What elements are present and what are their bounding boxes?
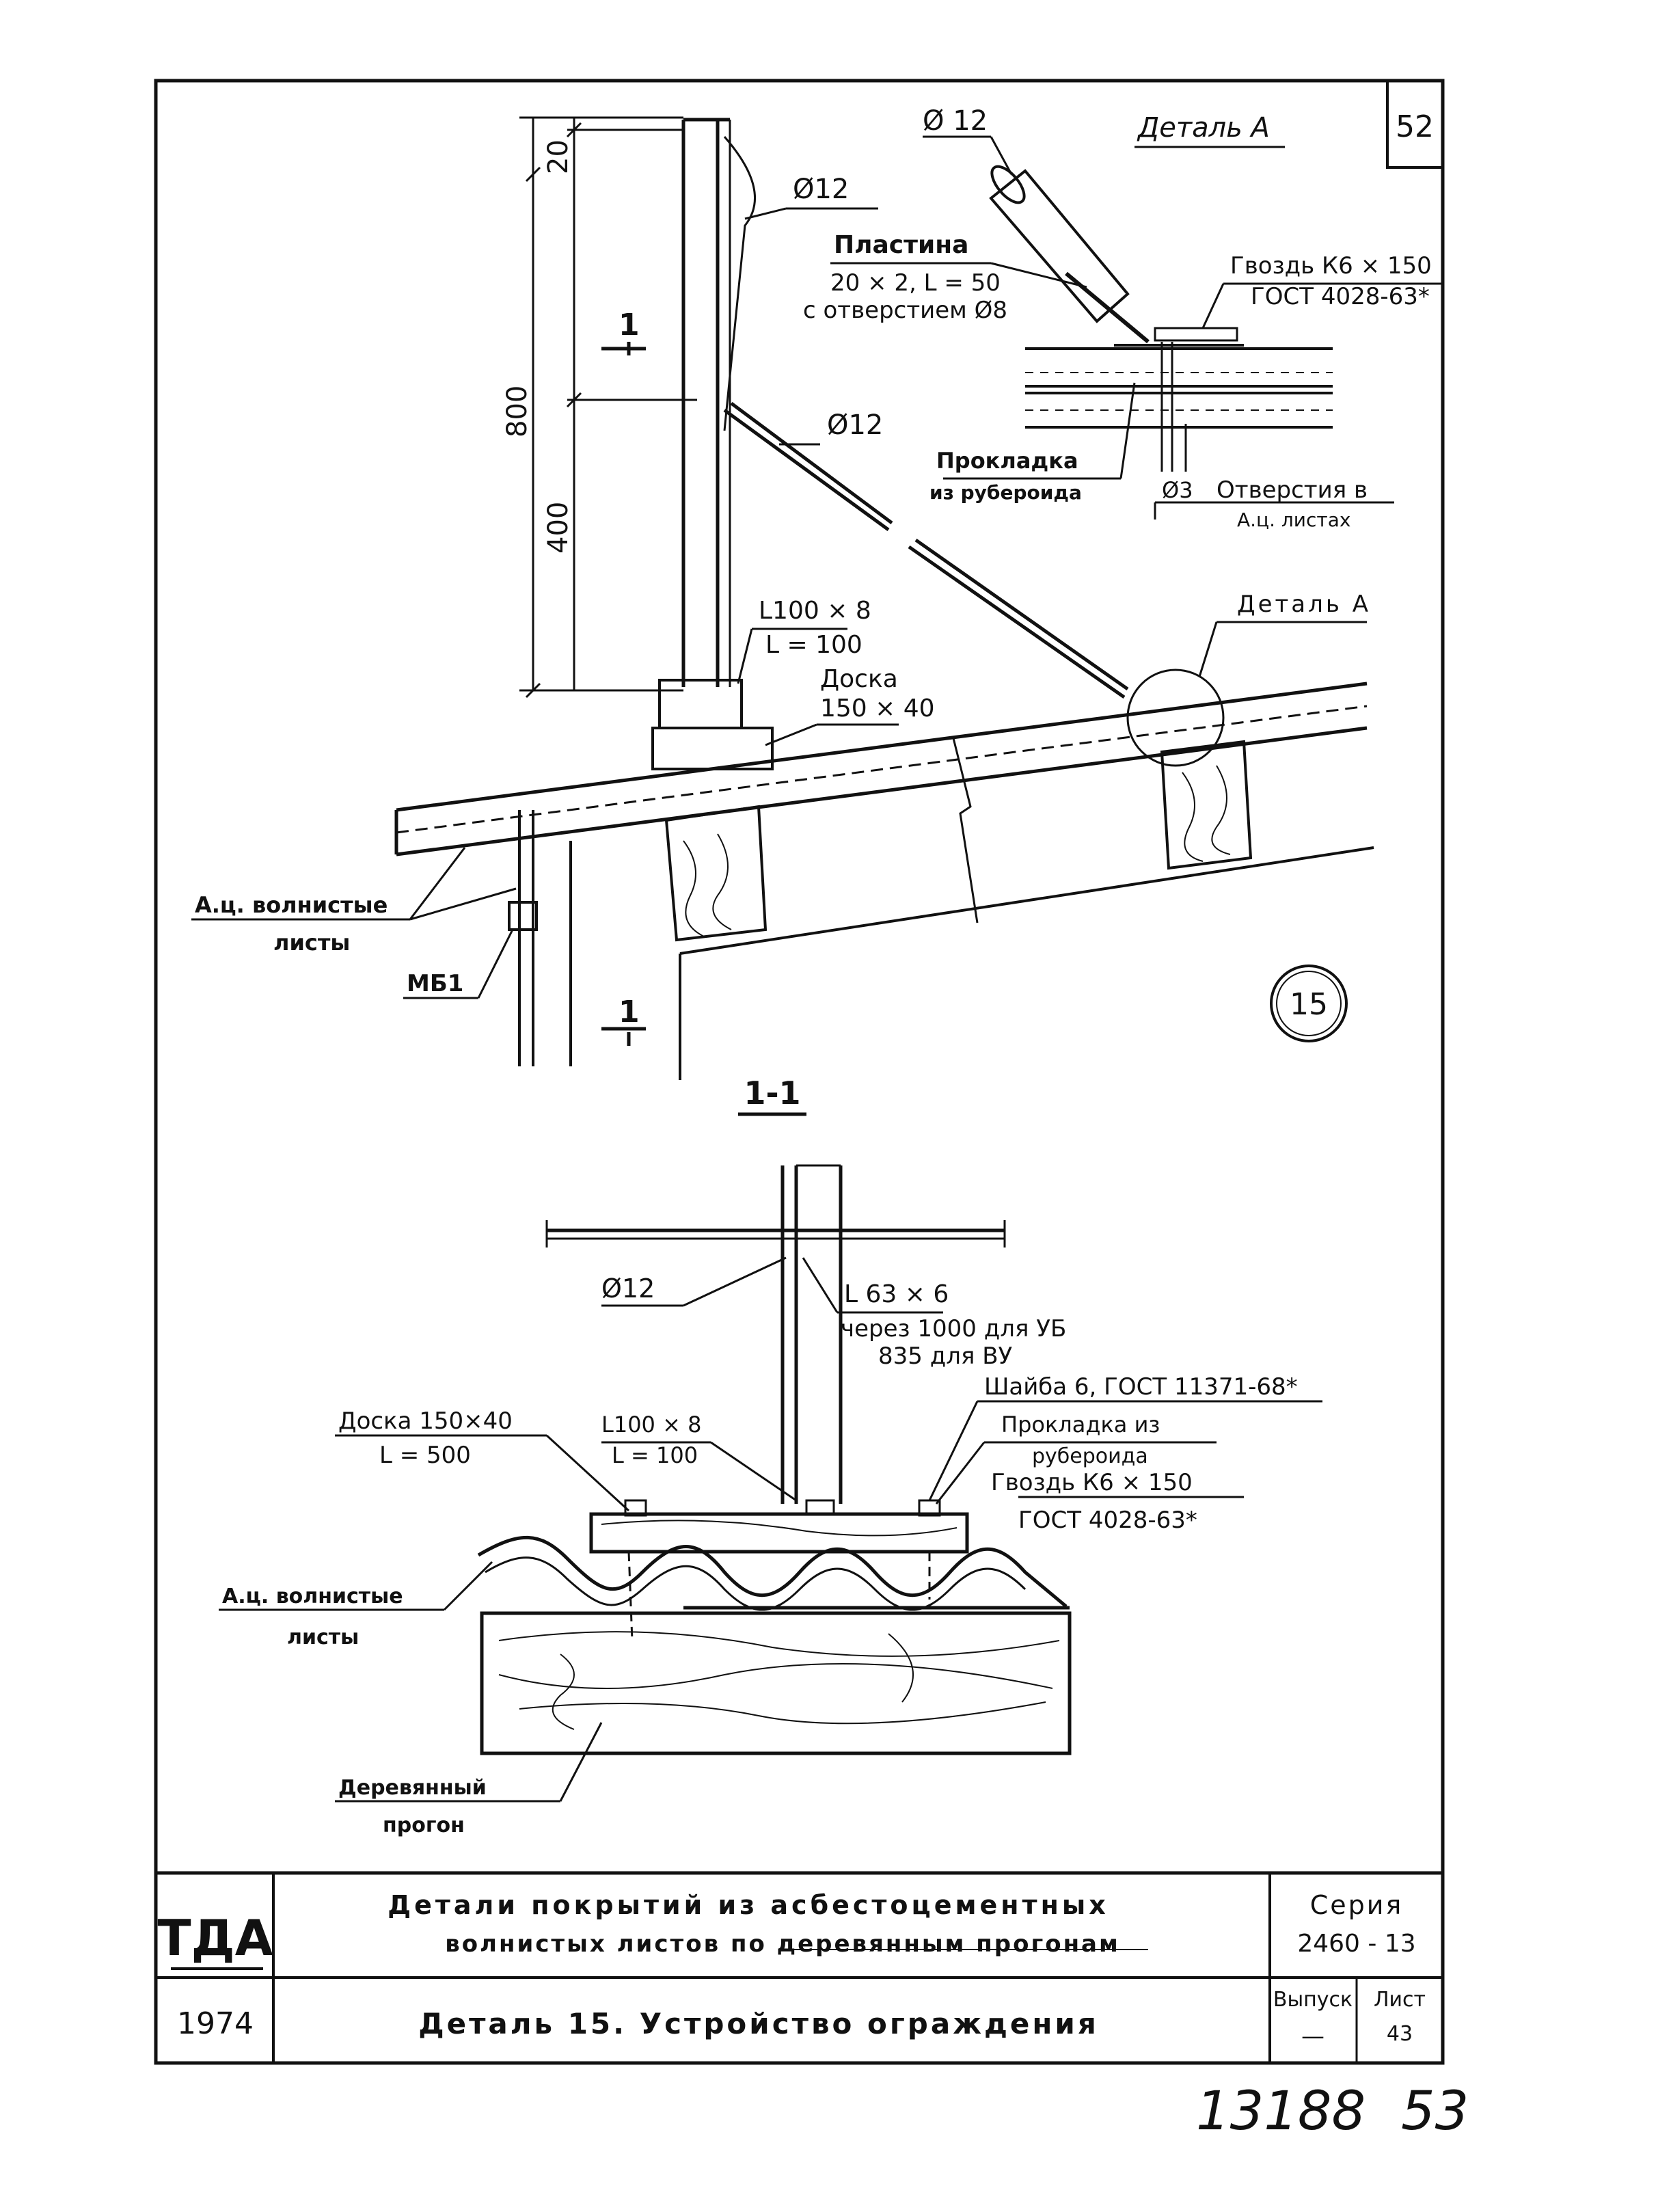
detail-a-gasket-2: из рубероида <box>929 481 1082 504</box>
detail-a-nail-standard: ГОСТ 4028-63* <box>1251 283 1430 310</box>
section-post <box>780 1164 843 1504</box>
section-board-2: L = 500 <box>379 1442 471 1469</box>
purlin-left <box>664 805 767 942</box>
title-line-1: Детали покрытий из асбестоцементных <box>388 1890 1109 1920</box>
section-washer: Шайба 6, ГОСТ 11371-68* <box>984 1373 1298 1401</box>
section-leaders <box>219 1256 1322 1803</box>
detail-a-plate-size: 20 × 2, L = 50 <box>830 269 1001 297</box>
detail-a-holes-1: Отверстия в <box>1217 476 1368 504</box>
section-mark-top <box>601 342 646 355</box>
title-subtitle: Деталь 15. Устройство ограждения <box>418 2007 1099 2040</box>
section-board <box>589 1512 969 1554</box>
detail-a-holes-2: А.ц. листах <box>1237 509 1350 531</box>
sheet-value: 43 <box>1387 2022 1413 2046</box>
sheets-label-2: листы <box>273 930 350 956</box>
section-gasket-2: рубероида <box>1032 1444 1148 1468</box>
rod-mid-label: Ø12 <box>827 409 883 441</box>
board-label-2: 150 × 40 <box>820 694 935 723</box>
issue-label: Выпуск <box>1273 1988 1353 2012</box>
detail-a <box>830 135 1442 520</box>
detail-number-circle <box>1270 965 1348 1042</box>
issue-value: — <box>1301 2023 1324 2050</box>
section-corrugated-sheet <box>477 1535 1068 1608</box>
section-nail-1: Гвоздь К6 × 150 <box>991 1469 1193 1496</box>
section-spacing-2: 835 для ВУ <box>878 1343 1013 1370</box>
org-logo: ТДА <box>158 1909 273 1967</box>
sheet-label: Лист <box>1374 1988 1426 2012</box>
section-sheets-2: листы <box>287 1626 359 1649</box>
section-gasket-1: Прокладка из <box>1001 1412 1160 1438</box>
brace-rod <box>723 136 1129 699</box>
detail-a-title: Деталь А <box>1137 112 1270 144</box>
section-angle-2: L = 100 <box>612 1442 698 1468</box>
rod-top-label: Ø12 <box>793 174 849 205</box>
purlin-right <box>1160 740 1253 870</box>
section-mark-label-bottom: 1 <box>619 995 640 1029</box>
detail-a-plate-label: Пластина <box>834 231 968 259</box>
fence-wall <box>508 810 572 1066</box>
title-year: 1974 <box>177 2006 254 2041</box>
sheet-corner-number: 52 <box>1396 109 1434 144</box>
detail-a-nail-label: Гвоздь К6 × 150 <box>1230 252 1432 280</box>
detail-a-callout-circle <box>1126 669 1225 767</box>
section-rod-label: Ø12 <box>601 1273 655 1304</box>
roof-corrugated-sheets <box>394 682 1368 857</box>
section-board-1: Доска 150×40 <box>338 1407 513 1435</box>
post-base-angle <box>651 679 774 770</box>
detail-a-leaders <box>830 135 1442 520</box>
section-angle-post: L 63 × 6 <box>844 1280 949 1308</box>
title-block <box>156 1871 1443 2063</box>
detail-a-rod-diameter: Ø 12 <box>923 105 988 137</box>
section-spacing-1: через 1000 для УБ <box>841 1315 1066 1343</box>
section-mark-label-top: 1 <box>619 308 640 342</box>
mark-mb1: МБ1 <box>407 970 463 997</box>
angle-size-label: L100 × 8 <box>759 597 871 625</box>
section-title: 1-1 <box>744 1075 800 1111</box>
dimension-top: 20 <box>543 139 574 174</box>
dimension-lower: 400 <box>543 502 574 554</box>
sheets-label-1: А.ц. волнистые <box>195 892 388 918</box>
section-sheets-1: А.ц. волнистые <box>222 1584 403 1608</box>
detail-a-plate-hole: с отверстием Ø8 <box>803 297 1007 324</box>
leader-lines-main <box>191 207 899 999</box>
section-purlin-1: Деревянный <box>338 1776 487 1800</box>
series-value: 2460 - 13 <box>1297 1930 1415 1958</box>
handwritten-note-2: 53 <box>1401 2081 1469 2142</box>
section-view <box>219 1164 1322 1803</box>
section-purlin <box>480 1611 1072 1755</box>
break-line <box>952 738 979 923</box>
detail-number: 15 <box>1290 987 1328 1022</box>
detail-a-sheets <box>1025 347 1333 429</box>
detail-a-nail <box>1160 342 1187 472</box>
section-nail-2: ГОСТ 4028-63* <box>1018 1507 1197 1534</box>
roof-edge-line <box>679 846 1374 955</box>
dimension-total: 800 <box>502 386 533 437</box>
section-purlin-2: прогон <box>383 1813 465 1837</box>
dimension-lines <box>519 116 697 699</box>
board-label-1: Доска <box>820 665 898 693</box>
sheet-frame <box>154 79 1445 2065</box>
main-view <box>191 116 1374 1080</box>
detail-a-gasket-1: Прокладка <box>936 448 1078 474</box>
section-angle-1: L100 × 8 <box>601 1412 701 1438</box>
post <box>681 118 731 687</box>
detail-a-hole-diameter: Ø3 <box>1162 477 1193 503</box>
angle-length-label: L = 100 <box>765 631 862 659</box>
detail-a-reference: Деталь А <box>1237 591 1371 618</box>
series-label: Серия <box>1310 1890 1404 1920</box>
title-line-2: волнистых листов по деревянным прогонам <box>445 1930 1120 1958</box>
section-mark-bottom <box>601 1027 646 1046</box>
handwritten-note-1: 13188 <box>1196 2081 1366 2142</box>
